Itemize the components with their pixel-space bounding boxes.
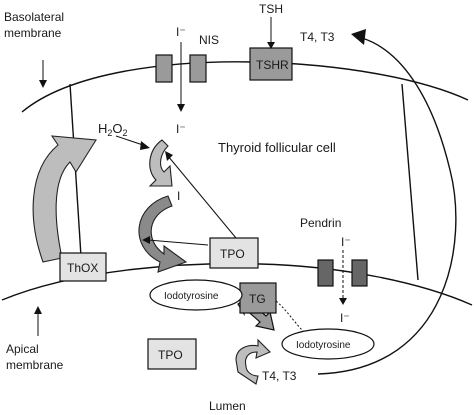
tsh-arrow-head (267, 42, 275, 49)
pendrin-channel-right (351, 259, 368, 287)
iodide-cell-label: I⁻ (176, 122, 186, 136)
iodotyrosine-cell-ellipse (149, 279, 243, 311)
thox-box (59, 252, 107, 282)
tpo-to-left-arrow-head (142, 236, 150, 244)
basolateral-label-line2: membrane (4, 26, 62, 40)
tpo-to-left-arrow (147, 239, 209, 246)
basolateral-label: Basolateral membrane (4, 10, 67, 40)
h2o2-sub1: 2 (107, 128, 112, 138)
apical-pointer-head (34, 306, 42, 314)
iodination-arrow (138, 195, 188, 273)
t4t3-secretion-head (351, 29, 366, 45)
pendrin-channel-left (317, 259, 334, 287)
h2o2-o: O (112, 121, 122, 136)
h2o2-label: H2O2 (98, 121, 128, 138)
nis-channel-left (155, 54, 173, 83)
tshr-box (249, 47, 293, 81)
iodide-pendrin-top-label: I⁻ (341, 235, 351, 249)
tpo-lumen-box (147, 338, 197, 370)
apical-label-line2: membrane (6, 358, 64, 372)
lumen-label: Lumen (209, 399, 246, 413)
thox-to-h2o2-arrow (32, 135, 97, 263)
tpo-cell-label: TPO (220, 247, 245, 261)
coupling-arrow (235, 338, 271, 385)
h2o2-h: H (98, 121, 107, 136)
iodide-top-label: I⁻ (176, 25, 186, 39)
iodide-pendrin-bottom-label: I⁻ (340, 311, 350, 325)
t4t3-secretion-path (317, 37, 457, 375)
tpo-to-iodine-arrow-head (165, 151, 173, 161)
nis-label: NIS (199, 33, 219, 47)
t4t3-bottom-label: T4, T3 (262, 369, 297, 383)
nis-iodide-arrow-head (177, 104, 185, 112)
apical-label-line1: Apical (6, 342, 39, 356)
tg-label: TG (249, 292, 266, 306)
pendrin-iodide-arrow-head (339, 298, 347, 305)
apical-label: Apical membrane (6, 342, 64, 372)
tg-box (239, 282, 277, 314)
cell-label: Thyroid follicular cell (218, 140, 336, 155)
basolateral-pointer-head (39, 80, 47, 88)
nis-channel-right (189, 54, 207, 83)
iodide-oxidation-arrow (148, 139, 173, 187)
tpo-to-iodine-arrow (167, 155, 237, 239)
h2o2-arrow-head (140, 141, 150, 150)
pendrin-label: Pendrin (300, 216, 341, 230)
basolateral-label-line1: Basolateral (4, 10, 64, 24)
cell-boundary-right (401, 83, 419, 281)
tpo-lumen-label: TPO (158, 348, 183, 362)
tpo-cell-box (209, 237, 259, 269)
t4t3-top-label: T4, T3 (300, 30, 335, 44)
iodine-label: I (177, 189, 180, 203)
cell-boundary-left (69, 83, 83, 273)
thox-label: ThOX (67, 261, 98, 275)
basolateral-membrane-line (21, 61, 469, 113)
tsh-label: TSH (259, 2, 283, 16)
h2o2-sub2: 2 (123, 128, 128, 138)
iodotyrosine-lumen-ellipse (281, 328, 375, 360)
iodotyrosine-lumen-label: Iodotyrosine (296, 340, 351, 351)
iodotyrosine-cell-label: Iodotyrosine (164, 291, 219, 302)
tshr-label: TSHR (256, 58, 289, 72)
